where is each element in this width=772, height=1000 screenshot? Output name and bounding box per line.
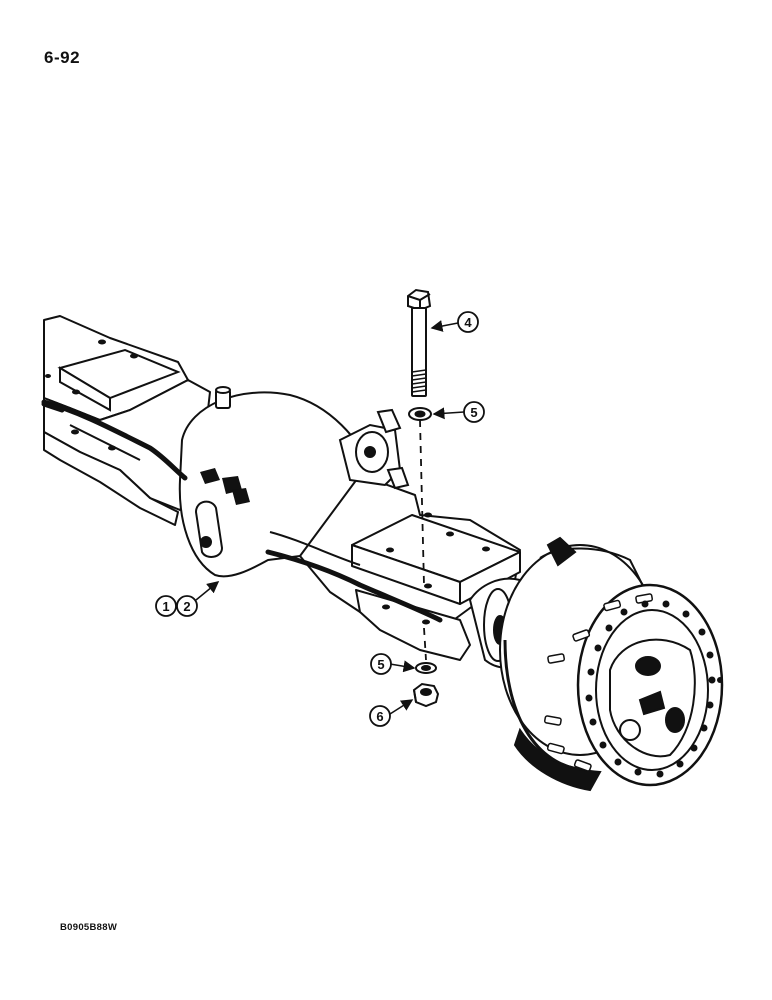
axle-housing [43, 315, 521, 661]
housing-logo-marking [200, 468, 250, 505]
wheel-hub [468, 536, 724, 792]
beam-seam-lines [41, 399, 443, 623]
assembly-centerline-lower [423, 627, 427, 661]
washer-lower [415, 662, 437, 674]
page-number: 6-92 [44, 48, 81, 67]
callout-5-lower: 5 [370, 653, 392, 675]
callout-4: 4 [457, 311, 479, 333]
svg-text:1: 1 [162, 599, 169, 614]
callout-1: 1 [155, 595, 177, 617]
svg-text:5: 5 [377, 657, 384, 672]
wheel-studs [543, 593, 654, 772]
mounting-bolt [407, 288, 432, 397]
svg-text:2: 2 [183, 599, 190, 614]
callout-5-upper: 5 [463, 401, 485, 423]
assembly-centerline [419, 419, 425, 586]
lift-lug [194, 500, 224, 558]
pad-bolt-holes [45, 339, 490, 625]
callout-6: 6 [369, 705, 391, 727]
washer-upper [408, 407, 432, 421]
svg-text:6: 6 [376, 709, 383, 724]
leader-lines [195, 320, 465, 715]
pinion-yoke [338, 408, 410, 490]
callout-2: 2 [176, 595, 198, 617]
figure-code: B0905B88W [60, 922, 118, 933]
planetary-bolts [585, 600, 723, 778]
hex-nut [412, 682, 440, 708]
left-pad [57, 348, 181, 412]
svg-text:5: 5 [470, 405, 477, 420]
breather-fitting [215, 386, 231, 409]
svg-text:4: 4 [464, 315, 472, 330]
